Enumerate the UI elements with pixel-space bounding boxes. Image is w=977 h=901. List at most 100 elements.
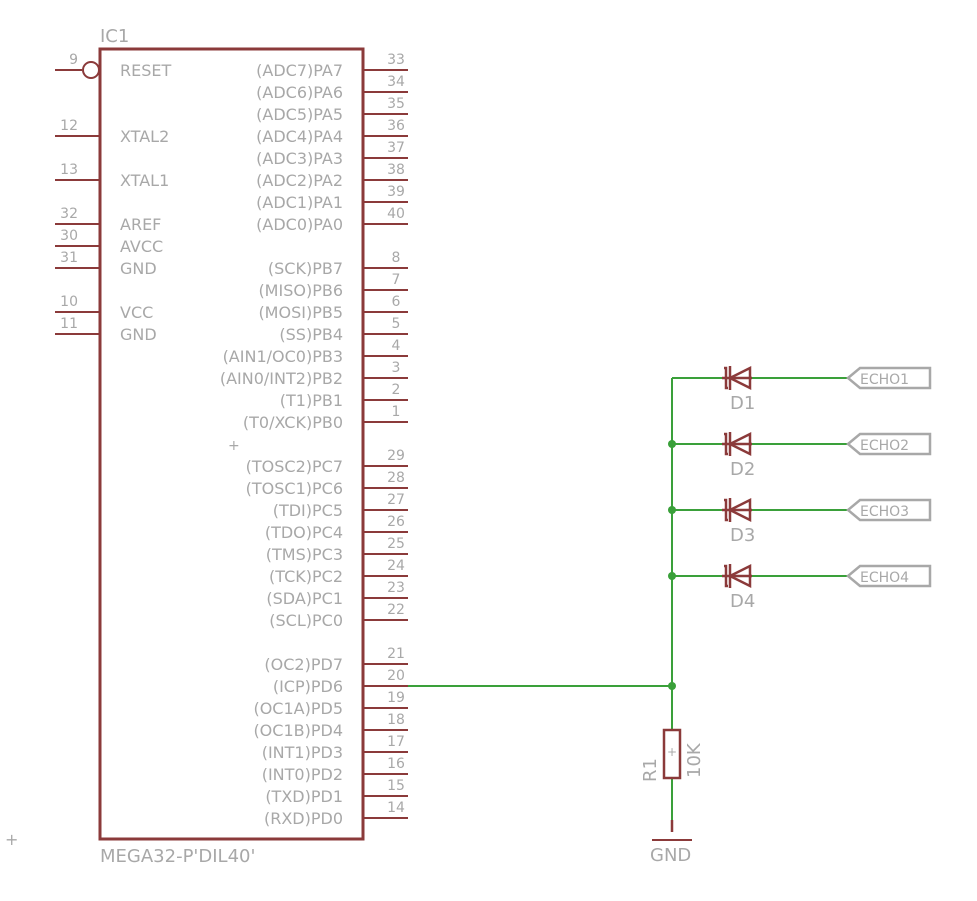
pin-name: (ADC4)PA4 bbox=[256, 127, 343, 146]
pin-number: 7 bbox=[392, 272, 401, 288]
pin-number: 20 bbox=[387, 668, 405, 684]
pin-number: 37 bbox=[387, 140, 405, 156]
pin-number: 1 bbox=[392, 404, 401, 420]
pin-number: 16 bbox=[387, 756, 405, 772]
net-label-box bbox=[846, 498, 932, 522]
pin-name: (OC1A)PD5 bbox=[253, 699, 343, 718]
pin-name: (TCK)PC2 bbox=[269, 567, 343, 586]
pin-number: 22 bbox=[387, 602, 405, 618]
pin-number: 19 bbox=[387, 690, 405, 706]
pin-number: 34 bbox=[387, 74, 405, 90]
pin-name: RESET bbox=[120, 61, 171, 80]
pin-name: (RXD)PD0 bbox=[264, 809, 343, 828]
pin-name: (SS)PB4 bbox=[279, 325, 343, 344]
pin-number: 21 bbox=[387, 646, 405, 662]
pin-number: 6 bbox=[392, 294, 401, 310]
pin-name: (ADC6)PA6 bbox=[256, 83, 343, 102]
pin-name: (ADC5)PA5 bbox=[256, 105, 343, 124]
ic-name: IC1 bbox=[100, 26, 129, 47]
pin-number: 36 bbox=[387, 118, 405, 134]
pin-number: 14 bbox=[387, 800, 405, 816]
pin-number: 28 bbox=[387, 470, 405, 486]
gnd-label: GND bbox=[650, 845, 691, 866]
pin-number: 25 bbox=[387, 536, 405, 552]
pin-number: 8 bbox=[392, 250, 401, 266]
pin-number: 39 bbox=[387, 184, 405, 200]
pin-number: 32 bbox=[60, 206, 78, 222]
pin-name: (TDO)PC4 bbox=[265, 523, 343, 542]
net-label: ECHO1 bbox=[860, 372, 909, 388]
junction bbox=[668, 440, 676, 448]
pin-number: 11 bbox=[60, 316, 78, 332]
pin-name: (MISO)PB6 bbox=[258, 281, 343, 300]
net-label: ECHO4 bbox=[860, 570, 909, 586]
pin-name: (AIN0/INT2)PB2 bbox=[220, 369, 343, 388]
pin-number: 10 bbox=[60, 294, 78, 310]
pin-name: (TXD)PD1 bbox=[265, 787, 343, 806]
net-label-box bbox=[846, 432, 932, 456]
pin-number: 29 bbox=[387, 448, 405, 464]
net-label: ECHO2 bbox=[860, 438, 909, 454]
pin-name: (TMS)PC3 bbox=[266, 545, 343, 564]
pin-name: (AIN1/OC0)PB3 bbox=[223, 347, 343, 366]
diode-name: D1 bbox=[730, 393, 755, 414]
pin-number: 18 bbox=[387, 712, 405, 728]
pin-number: 31 bbox=[60, 250, 78, 266]
pin-name: (ADC0)PA0 bbox=[256, 215, 343, 234]
ic-body bbox=[98, 47, 365, 841]
junction bbox=[668, 572, 676, 580]
diode-name: D4 bbox=[730, 591, 755, 612]
pin-number: 38 bbox=[387, 162, 405, 178]
pin-number: 40 bbox=[387, 206, 405, 222]
inversion-bubble bbox=[82, 61, 100, 79]
pin-name: (OC1B)PD4 bbox=[253, 721, 343, 740]
junction bbox=[668, 682, 676, 690]
pin-name: (ADC7)PA7 bbox=[256, 61, 343, 80]
pin-number: 24 bbox=[387, 558, 405, 574]
pin-name: (TOSC1)PC6 bbox=[246, 479, 343, 498]
pin-name: XTAL1 bbox=[120, 171, 169, 190]
pin-number: 17 bbox=[387, 734, 405, 750]
pin-name: VCC bbox=[120, 303, 153, 322]
pin-name: (T1)PB1 bbox=[280, 391, 343, 410]
pin-name: (ADC3)PA3 bbox=[256, 149, 343, 168]
left-pins: 9RESET12XTAL213XTAL132AREF30AVCC31GND10V… bbox=[55, 52, 171, 344]
ic-value: MEGA32-P'DIL40' bbox=[100, 846, 255, 867]
pin-name: GND bbox=[120, 259, 157, 278]
resistor-mark: + bbox=[667, 745, 677, 759]
resistor-body bbox=[662, 728, 682, 780]
pin-name: (INT0)PD2 bbox=[262, 765, 343, 784]
pin-number: 12 bbox=[60, 118, 78, 134]
pin-number: 23 bbox=[387, 580, 405, 596]
pin-number: 3 bbox=[392, 360, 401, 376]
pin-number: 27 bbox=[387, 492, 405, 508]
diode-name: D2 bbox=[730, 459, 755, 480]
pin-number: 30 bbox=[60, 228, 78, 244]
pin-number: 2 bbox=[392, 382, 401, 398]
pin-name: (ADC1)PA1 bbox=[256, 193, 343, 212]
pin-name: XTAL2 bbox=[120, 127, 169, 146]
pin-number: 26 bbox=[387, 514, 405, 530]
resistor-name: R1 bbox=[640, 758, 661, 782]
diode-name: D3 bbox=[730, 525, 755, 546]
pin-number: 4 bbox=[392, 338, 401, 354]
pin-name: (SCK)PB7 bbox=[268, 259, 343, 278]
pin-name: (TOSC2)PC7 bbox=[246, 457, 343, 476]
pin-name: (INT1)PD3 bbox=[262, 743, 343, 762]
net-label: ECHO3 bbox=[860, 504, 909, 520]
pin-number: 15 bbox=[387, 778, 405, 794]
pin-name: (SDA)PC1 bbox=[266, 589, 343, 608]
pin-name: (TDI)PC5 bbox=[273, 501, 343, 520]
pin-number: 35 bbox=[387, 96, 405, 112]
pin-name: AREF bbox=[120, 215, 161, 234]
pin-name: (ADC2)PA2 bbox=[256, 171, 343, 190]
net-label-box bbox=[846, 366, 932, 390]
crosshair-mark: + bbox=[5, 830, 18, 849]
origin-mark: + bbox=[228, 438, 240, 454]
pin-name: GND bbox=[120, 325, 157, 344]
pin-number: 5 bbox=[392, 316, 401, 332]
right-pins: 33(ADC7)PA734(ADC6)PA635(ADC5)PA536(ADC4… bbox=[220, 52, 408, 828]
pin-number: 33 bbox=[387, 52, 405, 68]
resistor-value: 10K bbox=[684, 742, 705, 778]
